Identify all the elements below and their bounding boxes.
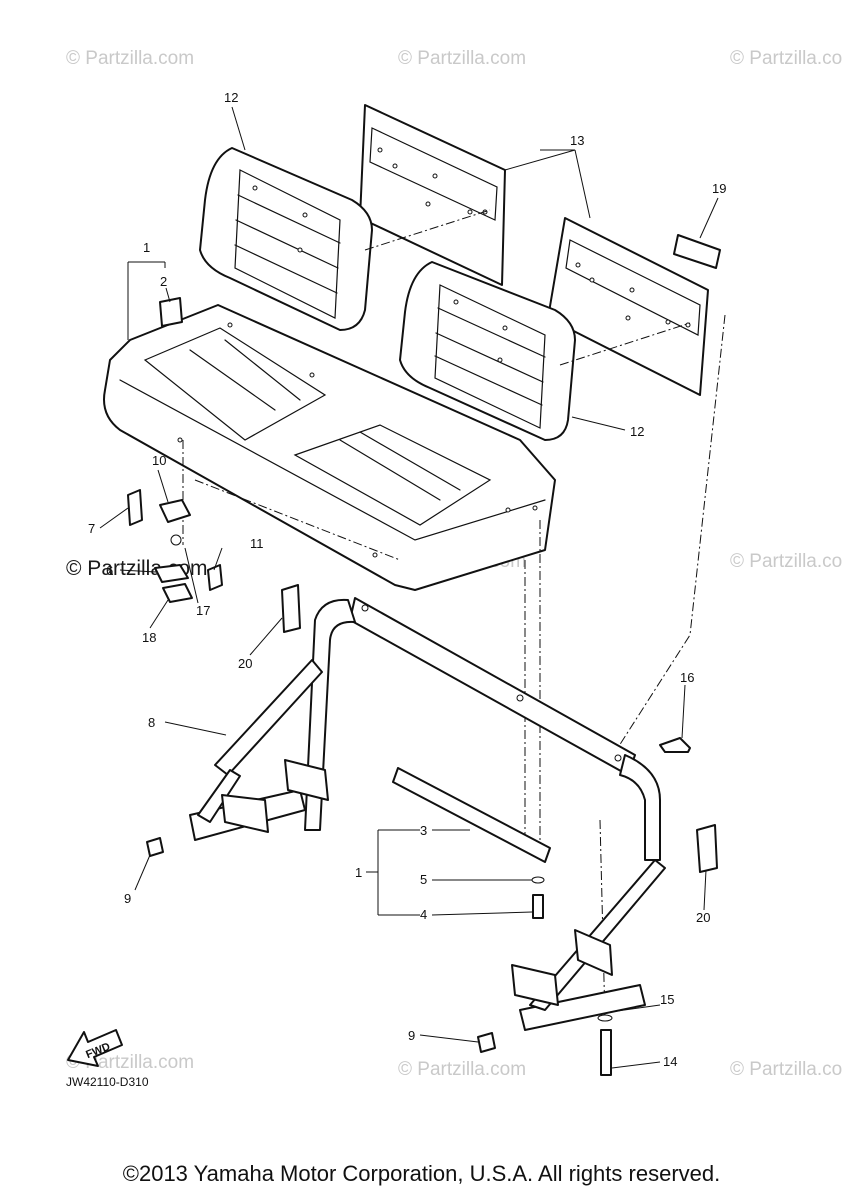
backrest-cushion-right xyxy=(399,261,576,441)
copyright-notice: ©2013 Yamaha Motor Corporation, U.S.A. A… xyxy=(122,1161,721,1186)
callout-20-left: 20 xyxy=(238,656,252,671)
callout-19: 19 xyxy=(712,181,726,196)
watermark-bottom-center: © Partzilla.com xyxy=(398,1059,526,1080)
seat-label-sticker xyxy=(159,297,183,327)
callout-6: 6 xyxy=(106,563,113,578)
callout-11: 11 xyxy=(250,536,264,551)
callout-1-bottom: 1 xyxy=(355,865,362,880)
watermark-mid-right: © Partzilla.com xyxy=(730,551,843,572)
seat-cushion xyxy=(103,297,556,591)
callout-5: 5 xyxy=(420,872,427,887)
callout-numbers: 1 2 12 13 19 12 10 7 6 11 17 18 20 8 16 … xyxy=(88,90,726,1069)
callout-12-right: 12 xyxy=(630,424,644,439)
seat-frame xyxy=(189,597,666,1031)
callout-12-left: 12 xyxy=(224,90,238,105)
callout-9-left: 9 xyxy=(124,891,131,906)
callout-14: 14 xyxy=(663,1054,677,1069)
callout-10: 10 xyxy=(152,453,166,468)
callout-16: 16 xyxy=(680,670,694,685)
callout-13: 13 xyxy=(570,133,584,148)
watermark-top-left: © Partzilla.com xyxy=(66,48,194,69)
callout-20-right: 20 xyxy=(696,910,710,925)
mount-bracket xyxy=(392,767,551,919)
diagram-code: JW42110-D310 xyxy=(66,1075,149,1089)
watermark-bottom-left: © Partzilla.com xyxy=(66,1052,194,1073)
callout-8: 8 xyxy=(148,715,155,730)
callout-1-top: 1 xyxy=(143,240,150,255)
callout-17: 17 xyxy=(196,603,210,618)
callout-15: 15 xyxy=(660,992,674,1007)
watermark-top-right: © Partzilla.com xyxy=(730,48,843,69)
callout-2: 2 xyxy=(160,274,167,289)
callout-18: 18 xyxy=(142,630,156,645)
backrest-panel-left xyxy=(359,104,506,286)
assembly-lines xyxy=(182,209,726,1021)
fasteners xyxy=(146,584,718,1076)
watermark-bottom-right: © Partzilla.com xyxy=(730,1059,843,1080)
callout-7: 7 xyxy=(88,521,95,536)
backrest-panel-right xyxy=(547,217,709,396)
leader-lines xyxy=(99,106,719,1069)
backrest-cushion-left xyxy=(199,147,373,331)
callout-4: 4 xyxy=(420,907,427,922)
sticker-19 xyxy=(673,234,721,269)
watermark-top-center: © Partzilla.com xyxy=(398,48,526,69)
callout-3: 3 xyxy=(420,823,427,838)
callout-9-bottom: 9 xyxy=(408,1028,415,1043)
hinge-parts xyxy=(127,489,223,603)
